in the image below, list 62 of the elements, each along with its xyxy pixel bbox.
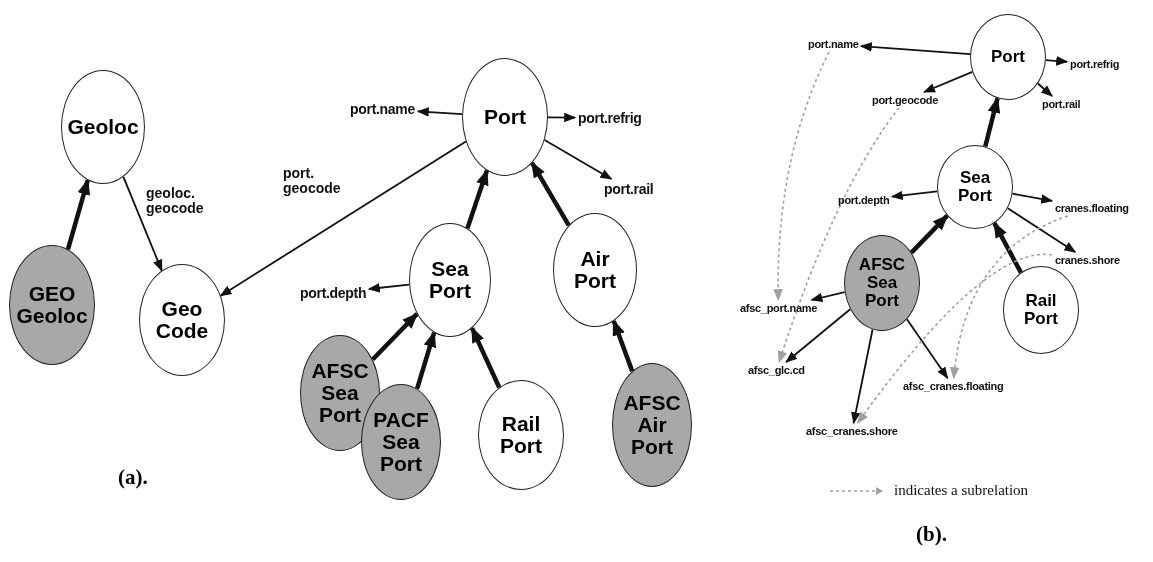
arrow xyxy=(416,107,463,117)
legend-text: indicates a subrelation xyxy=(894,482,1029,499)
attribute-label: port.depth xyxy=(300,285,367,301)
arrow xyxy=(859,42,971,56)
arrow xyxy=(65,178,90,250)
attribute-label: afsc_glc.cd xyxy=(748,364,805,376)
arrow xyxy=(414,331,437,390)
arrow xyxy=(469,326,502,389)
attribute-label: port.rail xyxy=(604,181,654,197)
arrow xyxy=(1045,56,1069,66)
ellipse-node: Rail Port xyxy=(1003,266,1079,354)
arrow xyxy=(983,96,1001,148)
arrow xyxy=(785,308,852,363)
arrow xyxy=(219,140,467,297)
subrelation-arrow xyxy=(773,51,830,302)
arrow xyxy=(906,318,949,379)
arrow xyxy=(543,139,613,180)
attribute-label: port.refrig xyxy=(578,110,642,126)
attribute-label: afsc_cranes.floating xyxy=(903,380,1004,392)
attribute-label: cranes.shore xyxy=(1055,254,1120,266)
arrow xyxy=(810,291,846,303)
arrow xyxy=(611,319,635,372)
arrow xyxy=(909,214,949,255)
arrow xyxy=(367,283,411,293)
arrow xyxy=(547,112,577,123)
ellipse-node: Geoloc xyxy=(61,70,145,184)
ellipse-node: Sea Port xyxy=(937,145,1013,229)
arrow xyxy=(1011,192,1054,204)
arrow xyxy=(371,312,419,362)
shaded-ellipse-node: PACF Sea Port xyxy=(361,384,441,500)
attribute-label: port.refrig xyxy=(1070,58,1120,70)
ellipse-node: Sea Port xyxy=(409,223,491,337)
attribute-label: port.rail xyxy=(1042,98,1081,110)
subrelation-arrow xyxy=(950,215,1069,380)
attribute-label: port.name xyxy=(350,101,415,117)
arrow xyxy=(851,328,874,425)
attribute-label: afsc_cranes.shore xyxy=(806,425,898,437)
ellipse-node: Port xyxy=(462,58,548,176)
panel-label: (b). xyxy=(916,522,947,547)
arrow xyxy=(923,70,974,93)
attribute-label: cranes.floating xyxy=(1055,202,1129,214)
ellipse-node: Air Port xyxy=(553,213,637,327)
attribute-label: afsc_port.name xyxy=(740,302,818,314)
arrow xyxy=(122,175,163,272)
subrelation-arrow xyxy=(856,253,1053,424)
attribute-label: port.geocode xyxy=(872,94,939,106)
arrow xyxy=(890,190,939,201)
ellipse-node: Rail Port xyxy=(478,380,564,490)
arrow xyxy=(1037,82,1053,97)
panel-label: (a). xyxy=(118,465,148,490)
ellipse-node: Port xyxy=(970,14,1046,100)
shaded-ellipse-node: AFSC Air Port xyxy=(612,363,692,487)
shaded-ellipse-node: AFSC Sea Port xyxy=(844,235,920,331)
arrow xyxy=(530,161,571,227)
shaded-ellipse-node: GEO Geoloc xyxy=(9,245,95,365)
ellipse-node: Geo Code xyxy=(139,264,225,376)
attribute-label: port.name xyxy=(808,38,859,50)
subrelation-arrow xyxy=(777,107,900,364)
attribute-label: port.depth xyxy=(838,194,890,206)
arrow xyxy=(992,221,1023,274)
arrow xyxy=(1006,207,1077,253)
arrow xyxy=(465,169,490,230)
